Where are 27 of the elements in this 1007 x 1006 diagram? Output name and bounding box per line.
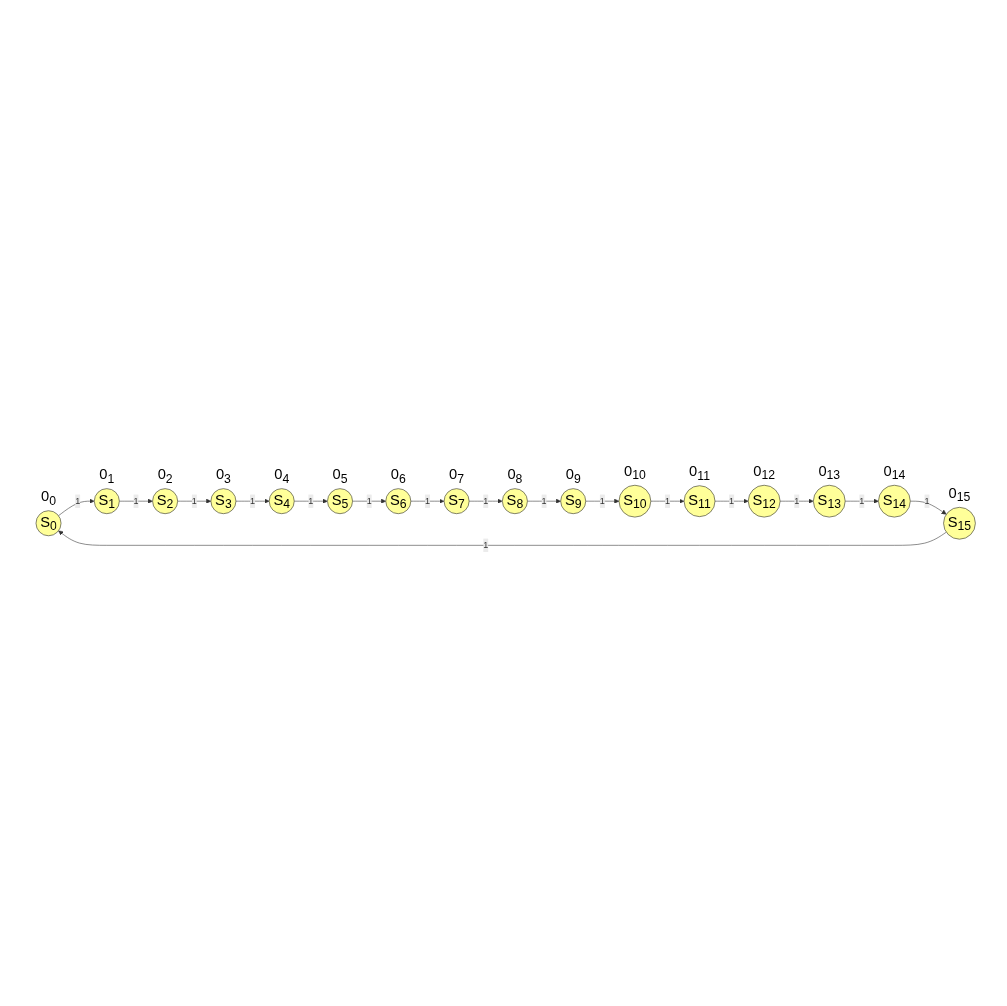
output-label: 0$_{9}$ <box>565 466 581 486</box>
output-label: 0$_{5}$ <box>332 466 347 486</box>
node-label: S$_{5}$ <box>331 491 348 512</box>
output-label: 0$_{1}$ <box>98 466 114 486</box>
node-label: S$_{10}$ <box>622 491 647 512</box>
output-label: 0$_{8}$ <box>506 466 522 486</box>
output-label: 0$_{11}$ <box>688 463 710 483</box>
output-label: 0$_{0}$ <box>40 488 56 508</box>
node-label: S$_{7}$ <box>447 491 465 512</box>
node-label: S$_{1}$ <box>98 491 115 512</box>
output-label: 0$_{7}$ <box>448 466 464 486</box>
node-label: S$_{12}$ <box>751 491 776 512</box>
node-label: S$_{0}$ <box>39 513 57 534</box>
node-label: S$_{13}$ <box>817 491 841 512</box>
node-label: S$_{14}$ <box>882 491 906 512</box>
node-label: S$_{2}$ <box>156 491 173 512</box>
node-label: S$_{9}$ <box>564 491 581 512</box>
output-label: 0$_{2}$ <box>157 466 173 486</box>
node-label: S$_{4}$ <box>272 491 290 512</box>
output-label: 0$_{6}$ <box>390 466 406 486</box>
output-label: 0$_{3}$ <box>215 466 231 486</box>
node-label: S$_{8}$ <box>506 491 523 512</box>
node-label: S$_{6}$ <box>389 491 407 512</box>
node-label: S$_{3}$ <box>214 491 232 512</box>
node-label: S$_{11}$ <box>687 491 711 512</box>
output-label: 0$_{4}$ <box>273 466 289 486</box>
node-label: S$_{15}$ <box>947 513 971 534</box>
